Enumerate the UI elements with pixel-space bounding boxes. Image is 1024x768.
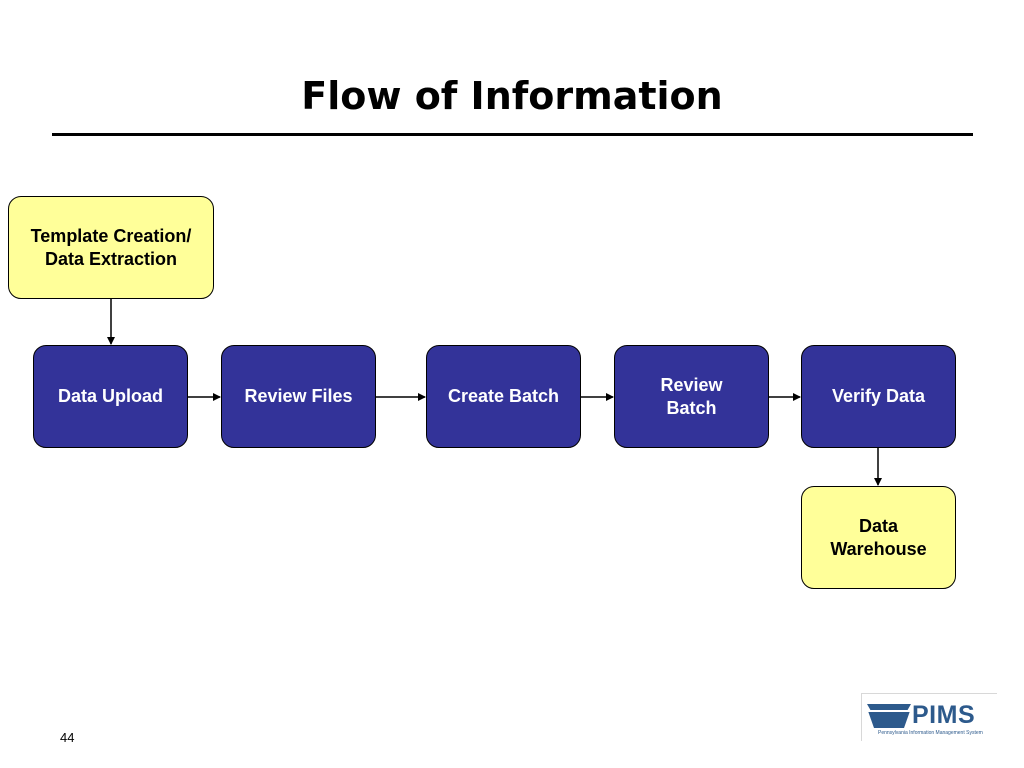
keystone-icon [867, 704, 911, 728]
node-data-warehouse: Data Warehouse [801, 486, 956, 589]
logo-tagline: Pennsylvania Information Management Syst… [878, 730, 983, 736]
logo-wordmark: PIMS [912, 701, 976, 729]
node-create-batch: Create Batch [426, 345, 581, 448]
title-divider [52, 133, 973, 136]
pims-logo: PIMS Pennsylvania Information Management… [861, 693, 997, 741]
page-number: 44 [60, 730, 75, 745]
node-review-files: Review Files [221, 345, 376, 448]
node-data-upload: Data Upload [33, 345, 188, 448]
node-verify-data: Verify Data [801, 345, 956, 448]
node-template-creation: Template Creation/ Data Extraction [8, 196, 214, 299]
slide-title: Flow of Information [301, 74, 723, 118]
node-review-batch: Review Batch [614, 345, 769, 448]
